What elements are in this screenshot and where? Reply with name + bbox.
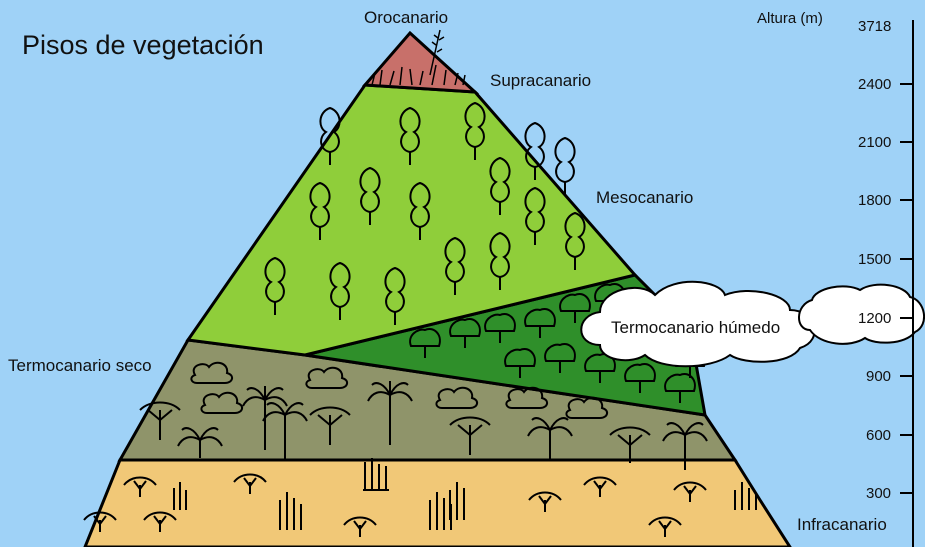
shrub-icon	[305, 366, 348, 389]
clouds	[580, 280, 925, 368]
cactus-icon	[429, 492, 452, 530]
round-tree-icon	[544, 343, 576, 373]
cacti	[173, 458, 757, 530]
round-tree-icon	[524, 308, 556, 338]
pine-tree-icon	[329, 261, 351, 320]
cactus-icon	[279, 492, 302, 530]
shrub-icon	[190, 361, 233, 384]
tick-label: 2100	[858, 134, 892, 151]
shrub-icon	[343, 516, 377, 537]
tick-label: 1200	[858, 310, 892, 327]
pine-tree-icon	[264, 256, 286, 315]
label-supracanario: Supracanario	[490, 71, 592, 90]
pine-tree-icon	[319, 106, 341, 165]
pine-tree-icon	[524, 121, 546, 180]
round-tree-icon	[664, 373, 696, 403]
cloud-left	[580, 280, 816, 368]
dragon-tree-icon	[309, 406, 351, 445]
palm-tree-icon	[527, 417, 573, 460]
summit-shrubs	[371, 29, 466, 86]
shrub-icon	[505, 386, 548, 409]
tick-label: 900	[866, 368, 892, 385]
pine-tree-icon	[564, 211, 586, 270]
pine-tree-icon	[399, 106, 421, 165]
round-tree-icon	[584, 353, 616, 383]
shrub-icon	[583, 476, 617, 497]
pine-tree-icon	[489, 231, 511, 290]
palm-tree-icon	[242, 386, 288, 450]
palm-tree-icon	[177, 427, 223, 458]
dry-shrubs	[190, 361, 608, 419]
palm-trees	[177, 381, 708, 470]
pine-tree-icon	[384, 266, 406, 325]
tajinaste-icon	[429, 29, 445, 76]
shrub-icon	[528, 491, 562, 512]
altitude-axis-title: Altura (m)	[757, 10, 823, 27]
pine-tree-icon	[554, 136, 576, 195]
dragon-tree-icon	[449, 416, 491, 455]
shrub-icon	[233, 473, 267, 494]
shrub-icon	[143, 511, 177, 532]
dragon-trees	[139, 401, 651, 463]
round-tree-icon	[559, 293, 591, 323]
palm-tree-icon	[367, 381, 413, 445]
cactus-icon	[363, 458, 389, 491]
label-orocanario: Orocanario	[364, 8, 449, 27]
round-tree-icon	[624, 363, 656, 393]
tick-label: 300	[866, 485, 892, 502]
tick-label: 1800	[858, 192, 892, 209]
pine-trees	[264, 101, 586, 325]
pine-tree-icon	[309, 181, 331, 240]
cactus-icon	[173, 482, 187, 510]
tick-label: 2400	[858, 76, 892, 93]
label-infracanario: Infracanario	[797, 515, 887, 534]
dragon-tree-icon	[139, 401, 181, 440]
palm-tree-icon	[262, 402, 308, 460]
pine-tree-icon	[524, 186, 546, 245]
pine-tree-icon	[409, 181, 431, 240]
shrub-icon	[200, 391, 243, 414]
cactus-icon	[734, 482, 757, 510]
pine-tree-icon	[359, 166, 381, 225]
cactus-icon	[449, 482, 465, 520]
tick-label: 3718	[858, 18, 892, 35]
pine-tree-icon	[464, 101, 486, 160]
label-termocanario-seco: Termocanario seco	[8, 356, 152, 375]
shrub-icon	[123, 476, 157, 497]
shrub-icon	[648, 516, 682, 537]
round-tree-icon	[484, 313, 516, 343]
pine-tree-icon	[444, 236, 466, 295]
shrub-icon	[435, 386, 478, 409]
dragon-tree-icon	[609, 426, 651, 463]
shrub-icon	[83, 511, 117, 532]
label-termocanario-humedo: Termocanario húmedo	[611, 318, 781, 337]
tick-label: 600	[866, 427, 892, 444]
round-tree-icon	[449, 318, 481, 348]
altitude-axis	[900, 20, 914, 547]
diagram-title: Pisos de vegetación	[22, 30, 264, 60]
cloud-right	[798, 283, 925, 345]
shrub-icon	[673, 481, 707, 502]
label-mesocanario: Mesocanario	[596, 188, 694, 207]
tick-label: 1500	[858, 251, 892, 268]
palm-tree-icon	[662, 422, 708, 470]
coastal-shrubs	[83, 473, 707, 537]
shrub-icon	[565, 396, 608, 419]
pine-tree-icon	[489, 156, 511, 215]
round-tree-icon	[504, 348, 536, 378]
round-tree-icon	[409, 328, 441, 358]
